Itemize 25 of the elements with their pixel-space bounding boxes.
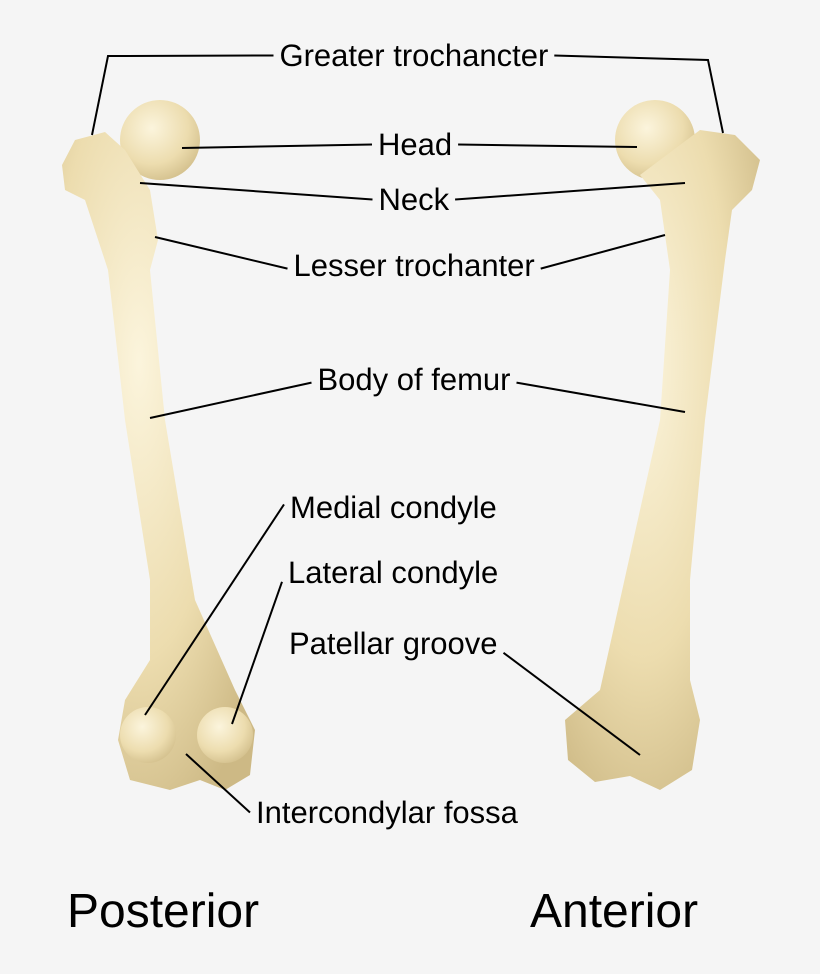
- view-label: Anterior: [530, 888, 698, 936]
- leader-line: [144, 504, 285, 716]
- part-label: Head: [378, 129, 452, 160]
- part-label: Lateral condyle: [288, 557, 498, 588]
- leader-line: [91, 54, 274, 136]
- part-label: Intercondylar fossa: [256, 797, 518, 828]
- leader-line: [455, 182, 686, 200]
- view-label: Posterior: [67, 888, 260, 936]
- leader-line: [502, 652, 641, 756]
- leader-line: [516, 382, 686, 413]
- leader-line: [458, 144, 638, 148]
- part-label: Patellar groove: [289, 628, 498, 659]
- leader-line: [231, 581, 283, 724]
- leader-line: [154, 236, 288, 270]
- leader-line: [540, 234, 666, 270]
- leader-line: [554, 54, 724, 134]
- part-label: Body of femur: [318, 364, 510, 395]
- part-label: Greater trochancter: [280, 40, 548, 71]
- part-label: Medial condyle: [290, 492, 497, 523]
- part-label: Lesser trochanter: [294, 250, 535, 281]
- part-label: Neck: [378, 184, 450, 215]
- leader-line: [150, 382, 312, 419]
- leader-line: [140, 182, 373, 200]
- leader-line: [182, 144, 372, 149]
- leader-line: [185, 753, 251, 814]
